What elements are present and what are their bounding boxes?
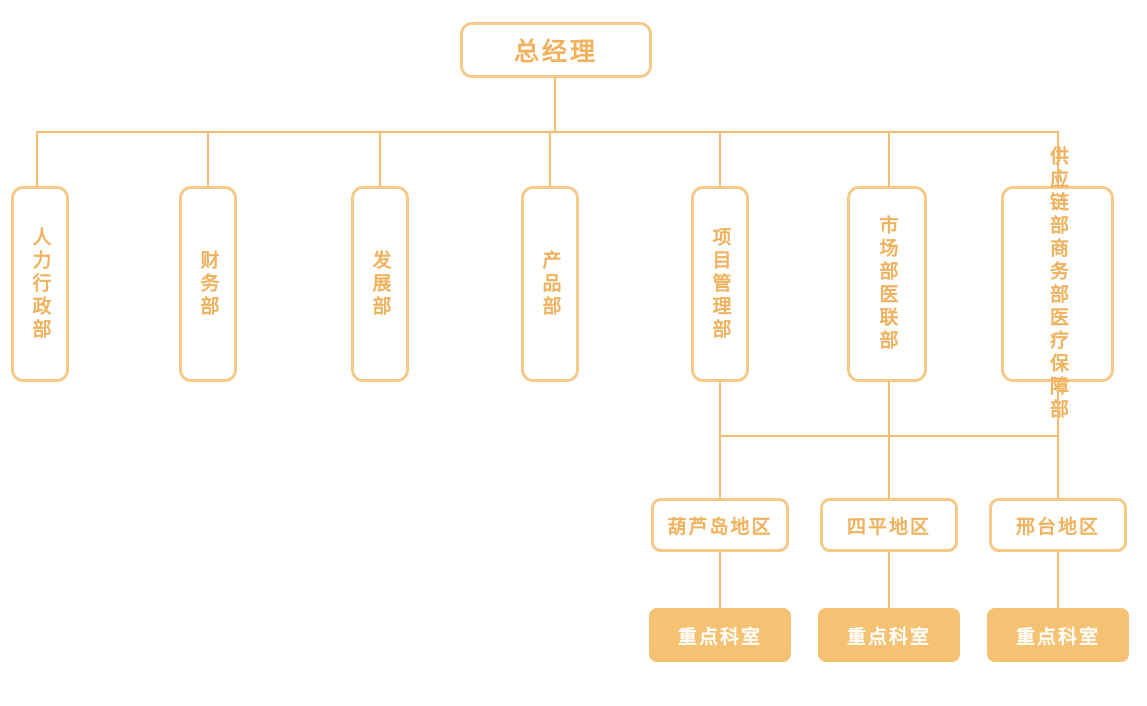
- connector-leaf-3-drop: [1057, 552, 1059, 608]
- node-label-medical-alliance: 医联部: [876, 284, 898, 353]
- node-label: 重点科室: [846, 626, 931, 648]
- node-department-market-medical-alliance[interactable]: 市场部 医联部: [841, 183, 927, 382]
- node-general-manager[interactable]: 总经理: [454, 19, 652, 78]
- node-label: 项目管理部: [709, 226, 731, 342]
- node-label: 财务部: [197, 249, 219, 319]
- node-department-project-management[interactable]: 项目管理部: [685, 183, 749, 382]
- node-department-supply-business-medical-support[interactable]: 供应链部 商务部 医疗保障部: [995, 146, 1114, 422]
- node-department-hr-admin[interactable]: 人力行政部: [5, 183, 69, 382]
- node-label-medical-support: 医疗保障部: [1047, 307, 1068, 422]
- node-label: 重点科室: [677, 626, 762, 648]
- node-label-market: 市场部: [876, 215, 898, 284]
- connector-dept-7: [1057, 131, 1059, 187]
- node-region-siping[interactable]: 四平地区: [814, 495, 958, 552]
- node-department-finance[interactable]: 财务部: [173, 183, 237, 382]
- connector-leaf-1-drop: [719, 552, 721, 608]
- connector-dept-6: [888, 131, 890, 187]
- connector-region-2-drop: [888, 435, 890, 499]
- connector-level1-bar: [36, 131, 1059, 133]
- connector-market-down: [888, 382, 890, 436]
- connector-dept-4: [549, 131, 551, 187]
- node-department-development[interactable]: 发展部: [345, 183, 409, 382]
- node-key-department-1[interactable]: 重点科室: [649, 608, 791, 662]
- connector-root-drop: [554, 78, 556, 132]
- connector-dept-2: [207, 131, 209, 187]
- node-label: 四平地区: [846, 516, 931, 538]
- node-label: 总经理: [513, 38, 598, 66]
- node-key-department-3[interactable]: 重点科室: [987, 608, 1129, 662]
- connector-dept-1: [36, 131, 38, 187]
- connector-leaf-2-drop: [888, 552, 890, 608]
- node-label: 葫芦岛地区: [667, 516, 773, 538]
- node-region-huludao[interactable]: 葫芦岛地区: [645, 495, 789, 552]
- node-label: 产品部: [539, 249, 561, 319]
- node-region-xingtai[interactable]: 邢台地区: [983, 495, 1127, 552]
- node-key-department-2[interactable]: 重点科室: [818, 608, 960, 662]
- node-label-supply-chain: 供应链部: [1047, 146, 1068, 238]
- connector-region-3-drop: [1057, 435, 1059, 499]
- node-label: 重点科室: [1015, 626, 1100, 648]
- node-label: 邢台地区: [1015, 516, 1100, 538]
- connector-dept-5: [719, 131, 721, 187]
- node-label: 人力行政部: [29, 226, 51, 342]
- node-label: 发展部: [369, 249, 391, 319]
- node-department-product[interactable]: 产品部: [515, 183, 579, 382]
- connector-dept-3: [379, 131, 381, 187]
- connector-region-1-drop: [719, 435, 721, 499]
- connector-project-management-down: [719, 382, 721, 436]
- node-label-business: 商务部: [1047, 238, 1068, 307]
- connector-supply-chain-down: [1057, 382, 1059, 436]
